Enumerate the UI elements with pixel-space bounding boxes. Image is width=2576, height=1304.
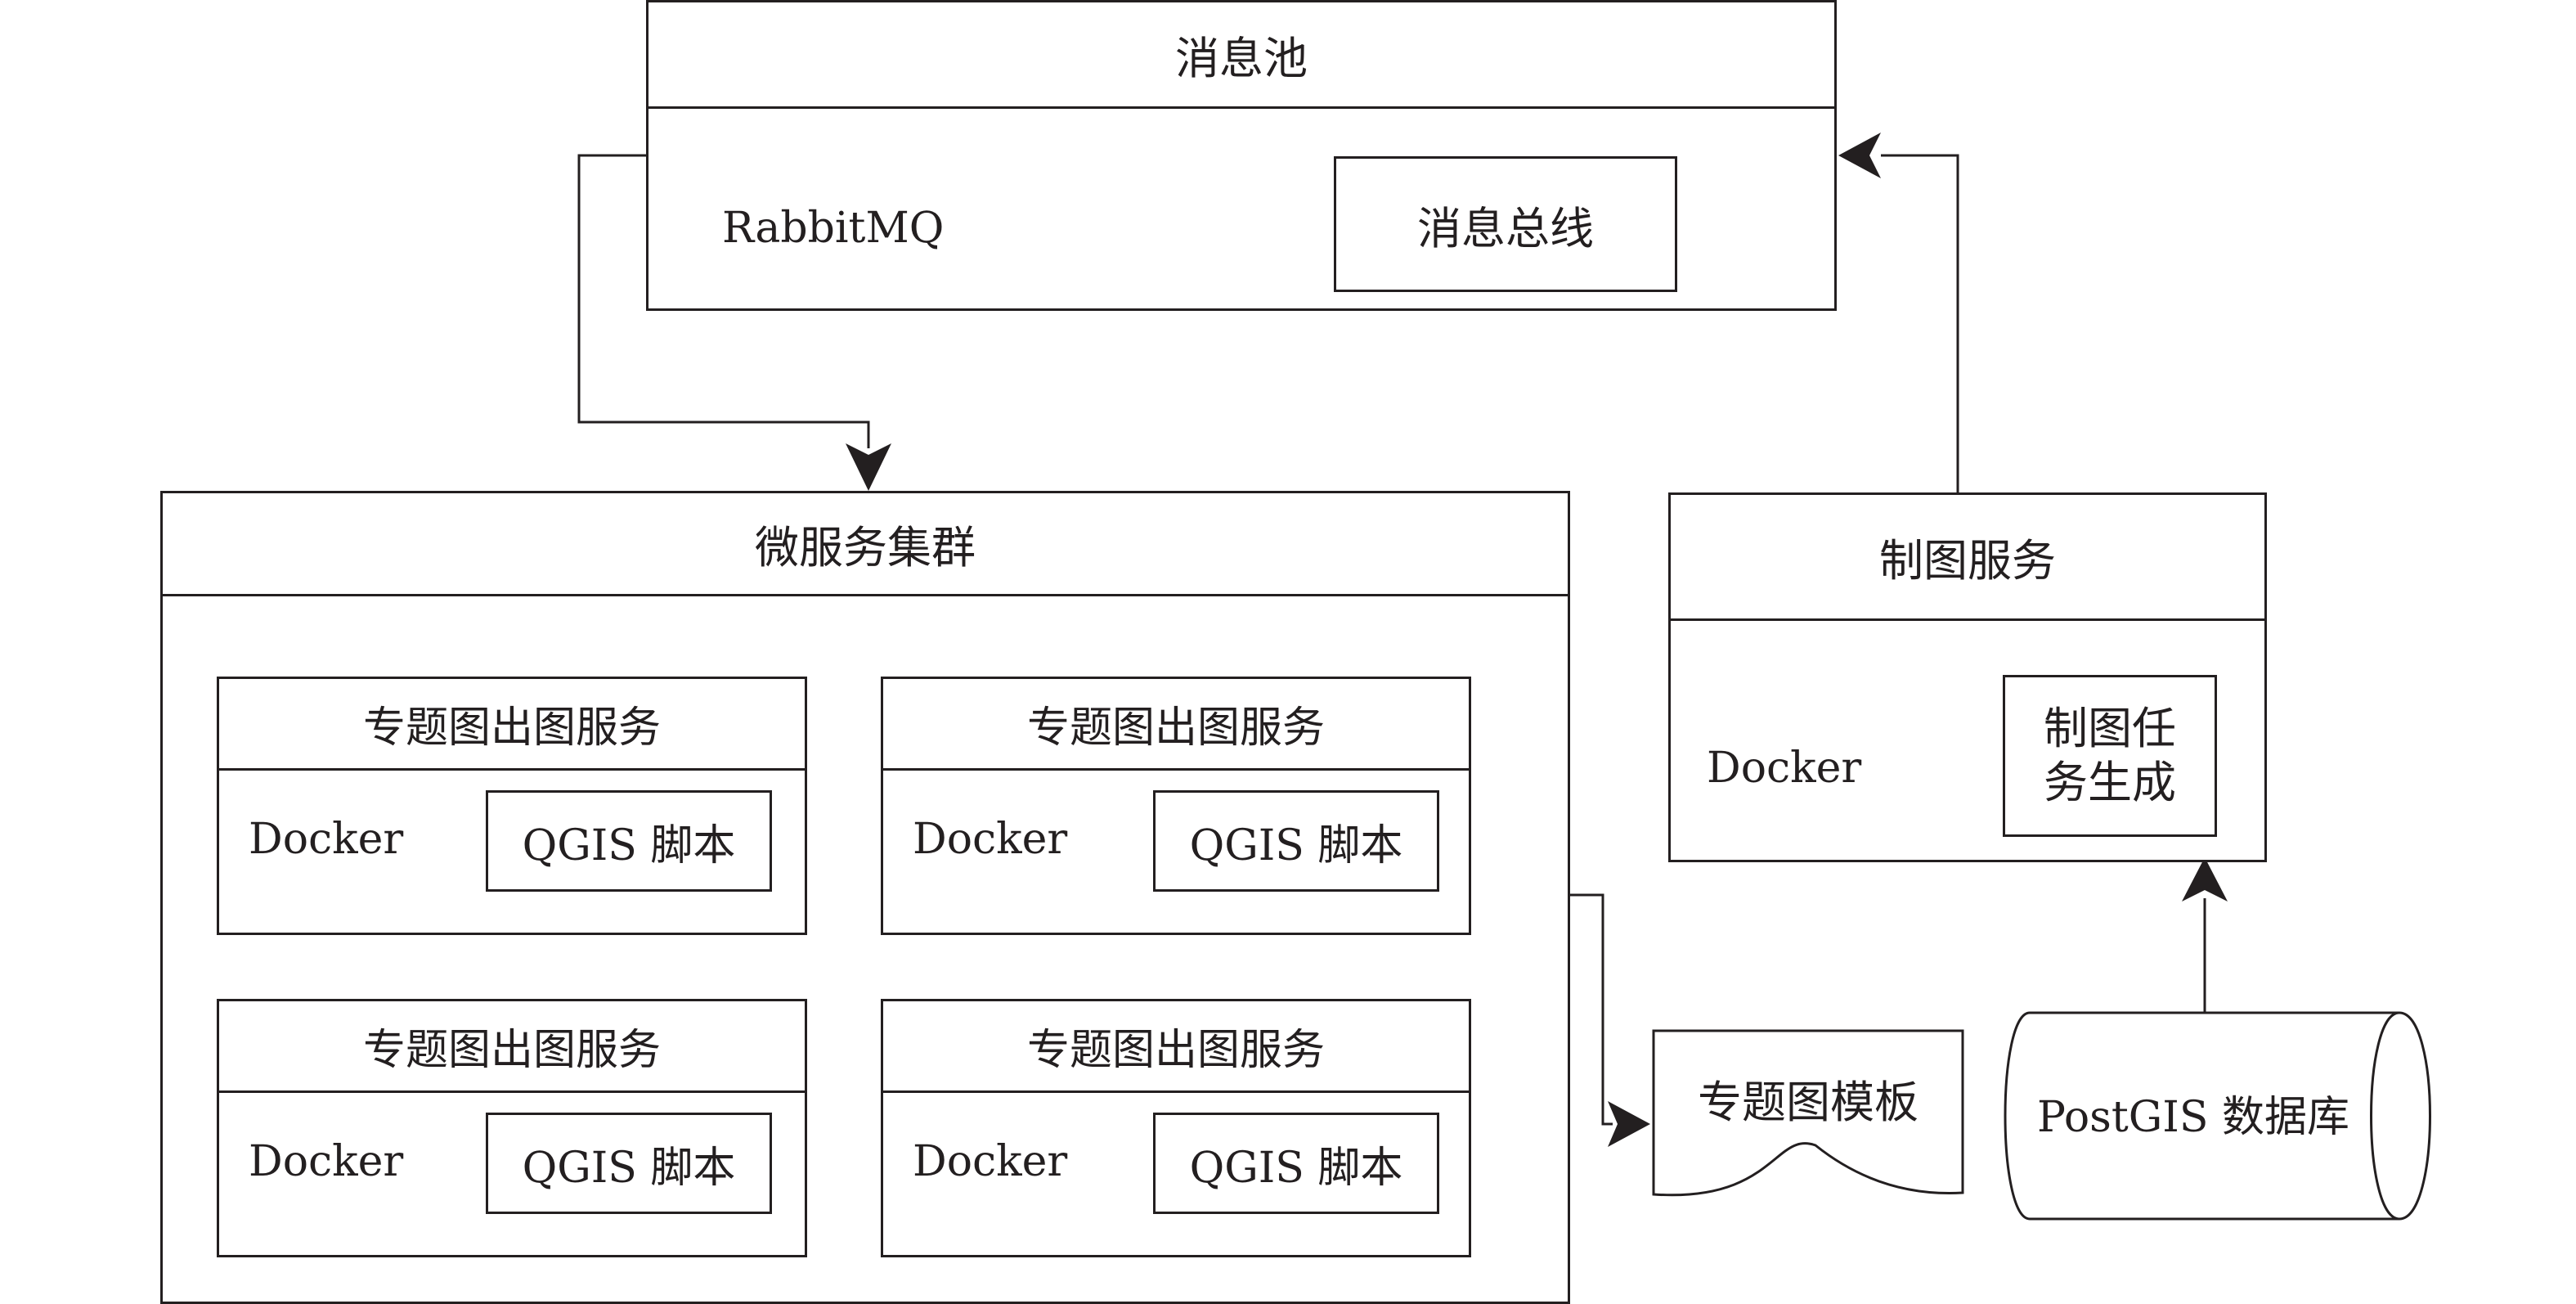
arrowhead-cluster-to-template [1608, 1101, 1650, 1147]
mapping-service-panel: 制图服务 Docker 制图任 务生成 [1668, 492, 2267, 862]
database-cylinder-end [2370, 1011, 2400, 1221]
docker-label: Docker [913, 1137, 1068, 1186]
map-service-card: 专题图出图服务 Docker QGIS 脚本 [217, 999, 807, 1257]
template-label: 专题图模板 [1698, 1077, 1919, 1128]
qgis-script-box: QGIS 脚本 [1153, 790, 1439, 892]
map-service-title: 专题图出图服务 [362, 1026, 661, 1075]
qgis-script-label: QGIS 脚本 [522, 1143, 736, 1193]
map-service-header: 专题图出图服务 [883, 1001, 1469, 1093]
cluster-header: 微服务集群 [163, 493, 1568, 596]
mapping-docker-label: Docker [1707, 744, 1862, 793]
rabbitmq-label: RabbitMQ [722, 204, 945, 253]
map-service-card: 专题图出图服务 Docker QGIS 脚本 [881, 999, 1471, 1257]
task-generation-line1: 制图任 [2044, 703, 2176, 754]
qgis-script-box: QGIS 脚本 [486, 790, 772, 892]
qgis-script-box: QGIS 脚本 [1153, 1113, 1439, 1214]
message-pool-header: 消息池 [648, 2, 1834, 109]
arrowhead-db-to-mapping [2182, 857, 2228, 902]
task-generation-line2: 务生成 [2044, 757, 2176, 808]
arrowhead-mapping-to-pool [1838, 133, 1881, 178]
cluster-title: 微服务集群 [755, 522, 976, 573]
arrow-cluster-to-template [1568, 893, 1613, 1126]
arrowhead-pool-to-cluster [846, 443, 891, 491]
map-service-header: 专题图出图服务 [883, 679, 1469, 771]
map-service-header: 专题图出图服务 [219, 1001, 805, 1093]
arrow-pool-to-cluster [577, 154, 870, 448]
map-service-card: 专题图出图服务 Docker QGIS 脚本 [217, 677, 807, 935]
mapping-service-title: 制图服务 [1879, 535, 2056, 587]
qgis-script-label: QGIS 脚本 [522, 821, 736, 870]
mapping-service-header: 制图服务 [1671, 495, 2264, 621]
qgis-script-label: QGIS 脚本 [1189, 1143, 1403, 1193]
map-service-card: 专题图出图服务 Docker QGIS 脚本 [881, 677, 1471, 935]
arrow-mapping-to-pool [1881, 154, 1959, 492]
docker-label: Docker [249, 1137, 404, 1186]
map-service-title: 专题图出图服务 [362, 704, 661, 753]
map-service-title: 专题图出图服务 [1026, 1026, 1325, 1075]
docker-label: Docker [249, 815, 404, 864]
message-bus-box: 消息总线 [1334, 156, 1677, 292]
message-bus-label: 消息总线 [1417, 202, 1594, 254]
docker-label: Docker [913, 815, 1068, 864]
template-document-shape [1652, 1029, 1964, 1197]
qgis-script-label: QGIS 脚本 [1189, 821, 1403, 870]
map-service-title: 专题图出图服务 [1026, 704, 1325, 753]
qgis-script-box: QGIS 脚本 [486, 1113, 772, 1214]
map-service-header: 专题图出图服务 [219, 679, 805, 771]
message-pool-title: 消息池 [1175, 33, 1308, 84]
microservice-cluster-panel: 微服务集群 专题图出图服务 Docker QGIS 脚本 专题图出图服务 Doc… [160, 491, 1570, 1304]
task-generation-box: 制图任 务生成 [2003, 675, 2217, 837]
message-pool-panel: 消息池 RabbitMQ 消息总线 [646, 0, 1837, 311]
database-label: PostGIS 数据库 [2036, 1093, 2349, 1142]
